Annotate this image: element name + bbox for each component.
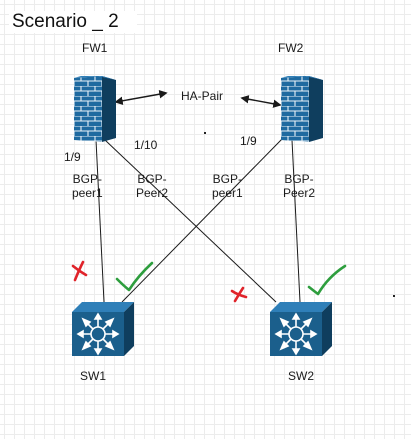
firewall-brick-icon[interactable] xyxy=(281,76,323,142)
bgp-peer-label: BGP- Peer2 xyxy=(136,172,168,200)
bgp-peer-line1: BGP- xyxy=(72,172,103,186)
green-check-icon xyxy=(115,261,154,292)
stray-dot xyxy=(204,132,206,134)
fw1-label: FW1 xyxy=(82,41,108,55)
ha-arrow-left xyxy=(114,90,168,105)
layer3-switch-icon[interactable] xyxy=(270,300,334,358)
ha-arrow-right xyxy=(240,95,282,108)
bgp-peer-line2: Peer2 xyxy=(136,186,169,200)
link-fw2-sw1[interactable] xyxy=(121,137,284,303)
bgp-peer-line2: peer1 xyxy=(72,186,103,200)
link-fw1-sw2[interactable] xyxy=(104,139,277,303)
fw1-interface-right: 1/10 xyxy=(134,138,158,152)
link-fw2-sw2[interactable] xyxy=(291,139,301,303)
bgp-peer-label: BGP- peer1 xyxy=(72,172,103,200)
fw2-interface-left: 1/9 xyxy=(240,134,257,148)
title-background xyxy=(9,11,137,33)
bgp-peer-label: BGP- peer1 xyxy=(212,172,243,200)
fw2-label: FW2 xyxy=(278,41,304,55)
layer3-switch-icon[interactable] xyxy=(72,300,136,358)
firewall-brick-icon[interactable] xyxy=(74,76,116,142)
bgp-peer-line1: BGP- xyxy=(212,172,243,186)
bgp-peer-line2: peer1 xyxy=(212,186,243,200)
bgp-peer-line1: BGP- xyxy=(137,172,167,186)
bgp-peer-line1: BGP- xyxy=(284,172,314,186)
sw2-label: SW2 xyxy=(288,369,315,383)
red-x-icon xyxy=(230,286,248,303)
red-x-icon xyxy=(71,260,88,282)
green-check-icon xyxy=(307,264,347,296)
fw1-interface-left: 1/9 xyxy=(64,150,81,164)
stray-dot xyxy=(393,295,395,297)
bgp-peer-label: BGP- Peer2 xyxy=(283,172,315,200)
diagram-title: Scenario _ 2 xyxy=(12,11,119,32)
link-fw1-sw1[interactable] xyxy=(95,139,105,303)
sw1-label: SW1 xyxy=(80,369,107,383)
ha-pair-label: HA-Pair xyxy=(181,89,224,103)
bgp-peer-line2: Peer2 xyxy=(283,186,316,200)
